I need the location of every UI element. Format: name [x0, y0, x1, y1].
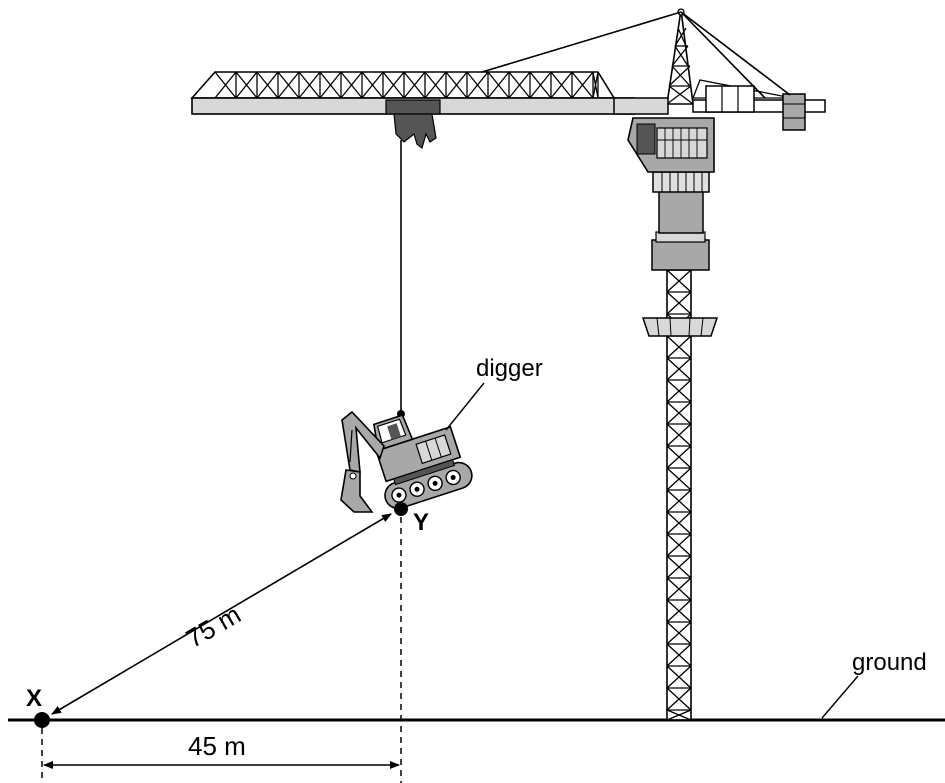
digger-label: digger	[476, 355, 543, 382]
digger	[340, 410, 473, 513]
mast-collar	[641, 317, 719, 337]
horizontal-distance-label: 45 m	[188, 731, 246, 761]
crane-pendant-cables	[481, 11, 791, 99]
point-y-marker	[394, 502, 408, 516]
point-y-label: Y	[413, 509, 429, 536]
crane-trolley	[385, 99, 441, 150]
distance-xy-label: 75 m	[181, 599, 246, 654]
crane-cab	[627, 117, 715, 173]
ground-leader-line	[821, 675, 859, 719]
crane-mast	[666, 269, 692, 721]
point-x-label: X	[26, 685, 42, 712]
crane-counter-jib	[692, 79, 826, 131]
point-x-marker	[34, 712, 50, 728]
digger-leader-line	[445, 382, 485, 431]
distance-xy-arrow	[51, 513, 392, 715]
tower-crane	[190, 8, 826, 721]
ground-label: ground	[852, 649, 927, 676]
crane-tower-peak	[666, 8, 694, 105]
crane-slewing-unit	[651, 171, 710, 271]
